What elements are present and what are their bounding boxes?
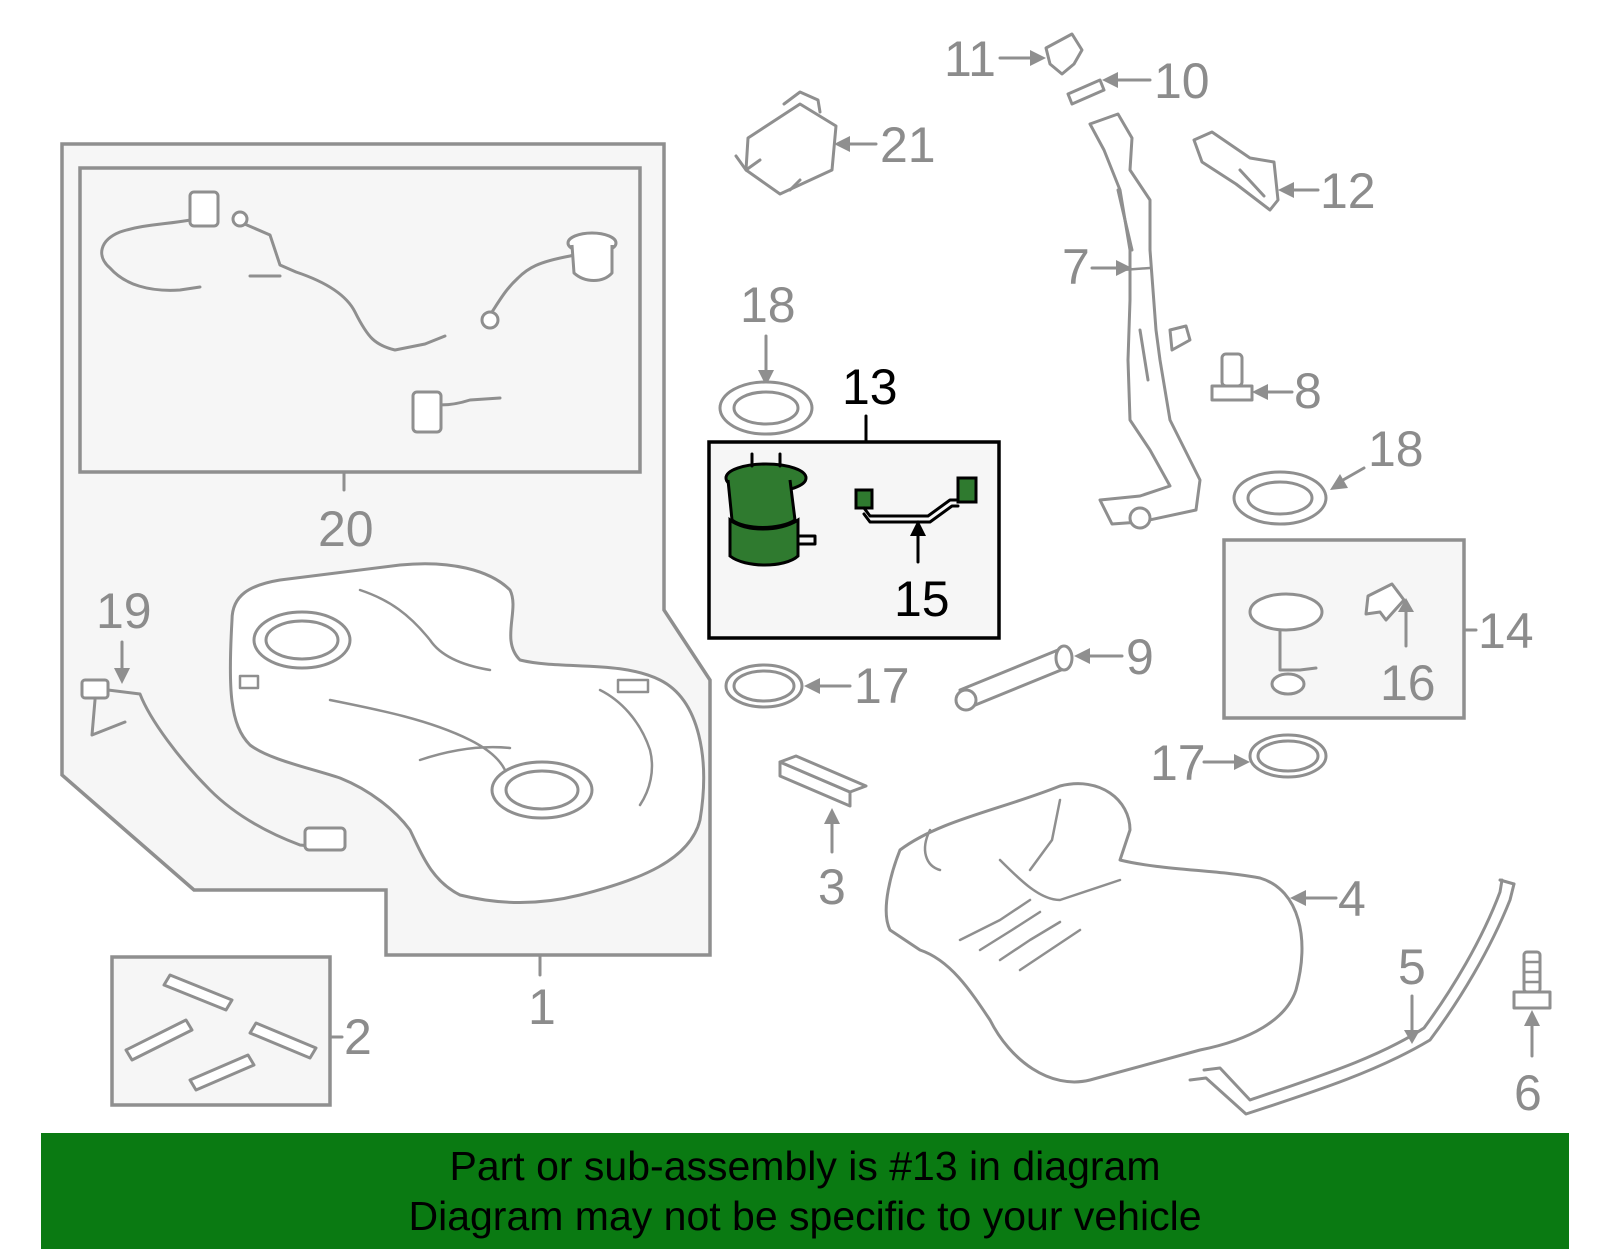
- sender-assembly-drawing: [1248, 582, 1406, 696]
- callout-14: 14: [1478, 603, 1534, 659]
- callout-21: 21: [880, 117, 936, 173]
- callout-11: 11: [944, 31, 996, 87]
- valve-12-drawing: [1192, 130, 1280, 212]
- pad-3-drawing: [778, 754, 868, 808]
- bolt-6-drawing: [1512, 950, 1552, 1010]
- seal-17-right: [1248, 733, 1328, 779]
- panel-pads: [110, 955, 332, 1107]
- callout-8: 8: [1294, 363, 1322, 419]
- callout-20: 20: [318, 501, 374, 557]
- callout-4: 4: [1338, 871, 1366, 927]
- fuel-tank-drawing: [228, 562, 706, 904]
- banner-line-2: Diagram may not be specific to your vehi…: [408, 1193, 1202, 1239]
- cap-11-drawing: [1044, 32, 1084, 76]
- o-ring-10-drawing: [1066, 78, 1106, 106]
- callout-5: 5: [1398, 939, 1426, 995]
- callout-13: 13: [842, 359, 898, 415]
- lock-ring-18-top: [718, 380, 814, 436]
- callout-1: 1: [528, 979, 556, 1035]
- callout-19: 19: [96, 583, 152, 639]
- hose-9-drawing: [954, 644, 1074, 712]
- callout-9: 9: [1126, 629, 1154, 685]
- callout-18-top: 18: [740, 277, 796, 333]
- fuel-pump-module-drawing: [724, 452, 817, 567]
- bolt-8-drawing: [1210, 352, 1254, 402]
- callout-3: 3: [818, 859, 846, 915]
- callout-10: 10: [1154, 53, 1210, 109]
- strap-5-drawing: [1188, 878, 1516, 1116]
- canister-21-drawing: [734, 90, 838, 196]
- callout-17-right: 17: [1150, 735, 1206, 791]
- fuel-lines-drawing: [100, 190, 618, 434]
- filler-pipe-7-drawing: [1088, 112, 1202, 530]
- insulator-pads-drawing: [124, 973, 318, 1092]
- seal-17-left: [724, 663, 804, 709]
- heat-shield-4-drawing: [884, 782, 1304, 1084]
- callout-16: 16: [1380, 655, 1436, 711]
- lock-ring-18-right: [1232, 470, 1328, 526]
- callout-15: 15: [894, 571, 950, 627]
- callout-6: 6: [1514, 1065, 1542, 1121]
- callout-2: 2: [344, 1009, 372, 1065]
- callout-18-right: 18: [1368, 421, 1424, 477]
- callout-17-left: 17: [854, 658, 910, 714]
- callout-7: 7: [1062, 239, 1090, 295]
- panel-sender: [1222, 538, 1466, 720]
- banner-line-1: Part or sub-assembly is #13 in diagram: [449, 1143, 1161, 1189]
- fuel-pump-harness-15-drawing: [854, 476, 978, 524]
- callout-12: 12: [1320, 163, 1376, 219]
- vent-line-19-drawing: [80, 678, 347, 852]
- info-banner: Part or sub-assembly is #13 in diagram D…: [41, 1133, 1569, 1249]
